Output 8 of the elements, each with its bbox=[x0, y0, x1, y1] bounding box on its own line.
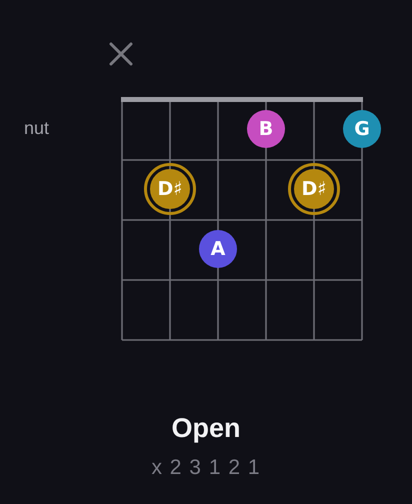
chord-name: Open bbox=[172, 412, 240, 444]
nut-label: nut bbox=[24, 118, 50, 140]
note-marker: A bbox=[199, 230, 237, 268]
note-marker: D♯ bbox=[288, 163, 340, 215]
note-marker: B bbox=[247, 110, 285, 148]
note-marker: D♯ bbox=[144, 163, 196, 215]
fingering-text: x 2 3 1 2 1 bbox=[151, 455, 261, 480]
note-marker: G bbox=[343, 110, 381, 148]
